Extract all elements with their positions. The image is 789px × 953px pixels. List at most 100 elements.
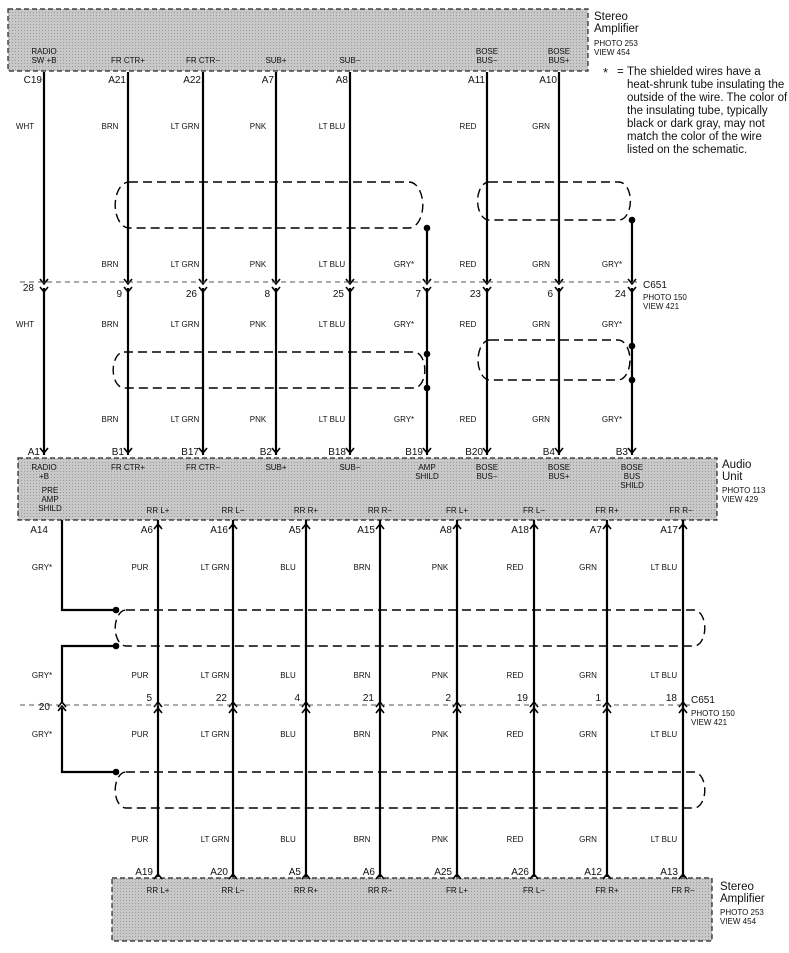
upper-wire-color: PNK bbox=[250, 122, 267, 131]
lower-wire-color: BLU bbox=[280, 671, 296, 680]
audio-unit-bottom-pin-label: RR R− bbox=[368, 506, 393, 515]
lower-amp-arrow bbox=[678, 872, 688, 880]
lower-connector-pin: 2 bbox=[445, 693, 451, 704]
upper-conn-arrow-top bbox=[422, 278, 432, 286]
upper-conn-arrow bbox=[627, 286, 637, 294]
lower-wire-color: BRN bbox=[354, 563, 371, 572]
lower-wire-color: LT GRN bbox=[201, 563, 230, 572]
upper-shield-left-bottom bbox=[112, 351, 426, 389]
upper-wire-color: BRN bbox=[102, 260, 119, 269]
bottom-amp-pin-id: A5 bbox=[289, 867, 302, 878]
lower-unit-arrow bbox=[678, 522, 688, 530]
upper-conn-arrow-top bbox=[198, 278, 208, 286]
top-amp-pin-label: FR CTR− bbox=[186, 56, 220, 65]
upper-wire-color: LT GRN bbox=[171, 320, 200, 329]
audio-unit-top-pin-label: RADIO bbox=[31, 463, 56, 472]
bottom-amplifier-photo: PHOTO 253 bbox=[720, 908, 764, 917]
audio-unit-bottom-pin-label: FR L+ bbox=[446, 506, 468, 515]
lower-shield-drain-wire bbox=[60, 708, 116, 774]
lower-shield-drain-wire bbox=[60, 644, 116, 702]
lower-wire-color: GRY* bbox=[32, 671, 52, 680]
lower-conn-arrow bbox=[228, 706, 238, 714]
lower-unit-arrow bbox=[228, 522, 238, 530]
lower-wire-color: RED bbox=[507, 730, 524, 739]
top-amp-pin-label: BOSE bbox=[548, 47, 570, 56]
upper-wire-color: GRY* bbox=[602, 320, 622, 329]
lower-connector-pin: 19 bbox=[517, 693, 529, 704]
top-amplifier-view: VIEW 454 bbox=[594, 48, 631, 57]
upper-wire-color: LT GRN bbox=[171, 260, 200, 269]
lower-connector-pin: 21 bbox=[363, 693, 375, 704]
upper-conn-arrow-top bbox=[627, 278, 637, 286]
upper-conn-arrow-top bbox=[554, 278, 564, 286]
upper-wire-color: LT BLU bbox=[319, 260, 346, 269]
lower-wire-color: PUR bbox=[132, 563, 149, 572]
top-amp-pin-label: BOSE bbox=[476, 47, 498, 56]
audio-unit-bottom-pin-label: FR R+ bbox=[595, 506, 619, 515]
upper-unit-arrow bbox=[422, 447, 432, 455]
top-amplifier-title: Stereo bbox=[594, 11, 628, 23]
audio-unit-top-pin-id: B19 bbox=[405, 447, 423, 458]
lower-wire-color: LT GRN bbox=[201, 835, 230, 844]
upper-conn-arrow bbox=[422, 286, 432, 294]
audio-unit-top-pin-label: FR CTR+ bbox=[111, 463, 145, 472]
lower-unit-arrow bbox=[153, 522, 163, 530]
lower-wire-color: BLU bbox=[280, 563, 296, 572]
lower-wire-color: PNK bbox=[432, 730, 449, 739]
upper-unit-arrow bbox=[627, 447, 637, 455]
upper-connector-pin: 24 bbox=[615, 289, 627, 300]
top-amp-pin-label: BUS+ bbox=[548, 56, 569, 65]
upper-connector-pin: 23 bbox=[470, 289, 482, 300]
top-amp-pin-label: SUB− bbox=[339, 56, 360, 65]
lower-wire-color: BRN bbox=[354, 730, 371, 739]
upper-conn-arrow-top bbox=[482, 278, 492, 286]
upper-unit-arrow bbox=[271, 447, 281, 455]
shield-junction bbox=[423, 224, 431, 232]
upper-connector-pin: 8 bbox=[264, 289, 270, 300]
lower-amp-arrow bbox=[228, 872, 238, 880]
audio-unit-bottom-pin-id: A14 bbox=[30, 525, 48, 536]
upper-shield-left-top bbox=[114, 181, 424, 229]
upper-wire-color: PNK bbox=[250, 320, 267, 329]
upper-wire-color: WHT bbox=[16, 122, 34, 131]
shield-junction bbox=[628, 216, 636, 224]
shield-junction bbox=[628, 342, 636, 350]
lower-shield-top bbox=[114, 609, 706, 647]
upper-conn-arrow bbox=[271, 286, 281, 294]
audio-unit-top-pin-id: B3 bbox=[616, 447, 629, 458]
lower-unit-arrow bbox=[375, 522, 385, 530]
lower-wire-color: LT GRN bbox=[201, 671, 230, 680]
lower-amp-arrow bbox=[153, 872, 163, 880]
lower-unit-arrow bbox=[602, 522, 612, 530]
lower-wire-color: LT BLU bbox=[651, 730, 678, 739]
bottom-amp-pin-label: FR L+ bbox=[446, 886, 468, 895]
audio-unit-bottom-pin-label: SHILD bbox=[38, 504, 62, 513]
upper-wire-color: LT GRN bbox=[171, 415, 200, 424]
lower-shield-bottom bbox=[114, 771, 706, 809]
shield-junction bbox=[112, 642, 120, 650]
lower-wire-color: PUR bbox=[132, 835, 149, 844]
lower-wire-color: LT BLU bbox=[651, 671, 678, 680]
upper-connector-photo: PHOTO 150 bbox=[643, 293, 687, 302]
lower-wire-color: GRN bbox=[579, 730, 597, 739]
lower-wire-color: BRN bbox=[354, 835, 371, 844]
upper-conn-arrow-top bbox=[123, 278, 133, 286]
upper-unit-arrow bbox=[198, 447, 208, 455]
lower-amp-arrow bbox=[529, 872, 539, 880]
bottom-amplifier-title: Stereo bbox=[720, 881, 754, 893]
upper-connector-pin: 7 bbox=[415, 289, 421, 300]
upper-conn-arrow bbox=[39, 286, 49, 294]
upper-wire-color: RED bbox=[460, 320, 477, 329]
upper-conn-arrow bbox=[198, 286, 208, 294]
lower-amp-arrow bbox=[375, 872, 385, 880]
audio-unit-bottom-pin-label: RR L− bbox=[222, 506, 245, 515]
audio-unit-top-pin-label: BUS bbox=[624, 472, 640, 481]
upper-connector-pin: 6 bbox=[547, 289, 553, 300]
bottom-amp-pin-label: FR R+ bbox=[595, 886, 619, 895]
bottom-amp-pin-id: A19 bbox=[135, 867, 153, 878]
upper-shield-right-top bbox=[476, 181, 632, 221]
upper-unit-arrow bbox=[123, 447, 133, 455]
lower-wire-color: PUR bbox=[132, 730, 149, 739]
lower-wire-color: GRN bbox=[579, 835, 597, 844]
audio-unit-top-pin-id: B4 bbox=[543, 447, 556, 458]
